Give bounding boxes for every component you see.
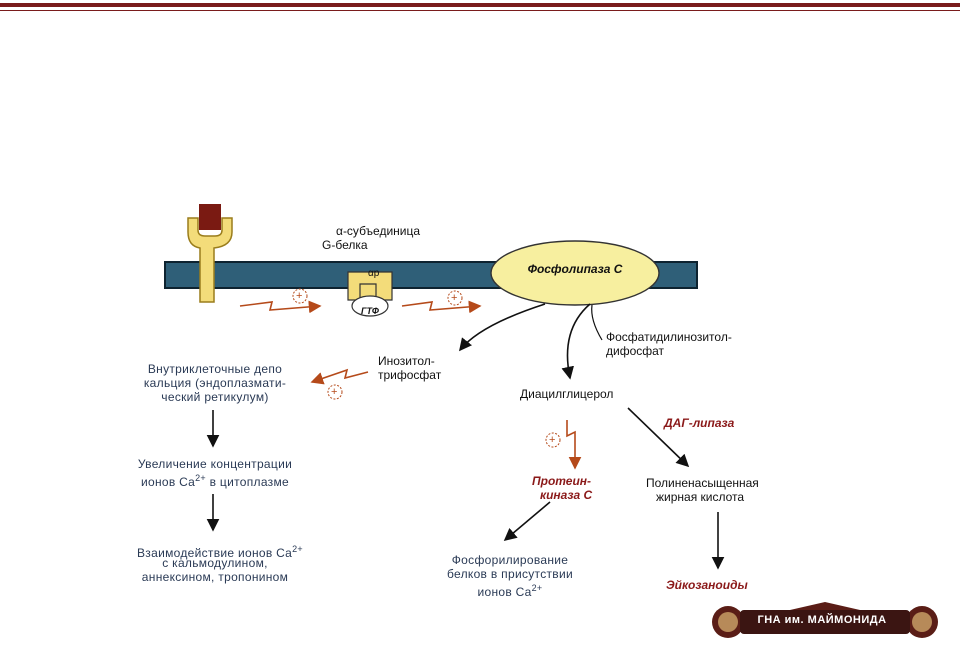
plus-circle-2 (447, 290, 463, 306)
increase-superscript: 2+ (195, 473, 206, 483)
dag-label: Диацилглицерол (520, 387, 614, 401)
g-alpha-notch (359, 283, 377, 300)
g-protein-label: G-белка (322, 238, 368, 252)
phos-label-2: белков в присутствии (446, 567, 573, 581)
increase-label-2b: в цитоплазме (205, 475, 290, 489)
pip2-label-1: Фосфатидилинозитол- (606, 330, 732, 344)
plus-circle-1 (292, 288, 308, 304)
interact-superscript: 2+ (292, 544, 303, 554)
depot-label-1: Внутриклеточные депо (147, 362, 283, 376)
signal-arrow-pkc (566, 420, 582, 470)
plus-sign-1: + (296, 290, 303, 302)
signal-arrow-2 (401, 300, 482, 314)
pip2-label-2: дифосфат (606, 344, 665, 358)
top-banner-line (0, 10, 960, 11)
pufa-label-1: Полиненасыщенная (646, 476, 759, 490)
plus-sign-2: + (451, 292, 458, 304)
interact-label-1a: Взаимодействие ионов Ca (136, 546, 293, 560)
pkc-label-2: киназа С (540, 488, 593, 502)
phospholipase-c (490, 240, 660, 306)
gtp-oval (351, 295, 389, 317)
plus-sign-3: + (331, 386, 338, 398)
plus-circle-3 (327, 384, 343, 400)
top-banner-bar (0, 3, 960, 7)
phospholipase-c-label: Фосфолипаза С (527, 262, 623, 276)
interact-label-1: Взаимодействие ионов Ca2+ (100, 542, 340, 560)
phos-label-1: Фосфорилирование (451, 553, 569, 567)
phos-superscript: 2+ (531, 583, 543, 593)
arrow-plc-to-ip3 (458, 303, 546, 352)
depot-label-2: кальция (эндоплазмати- (143, 376, 287, 390)
ligand (199, 204, 221, 230)
dag-lipase-label: ДАГ-липаза (664, 416, 735, 430)
increase-label-2: ионов Ca2+ в цитоплазме (100, 471, 330, 489)
depot-label-3: ческий ретикулум) (161, 390, 269, 404)
alpha-subunit-label: α-субъединица (336, 224, 421, 238)
signal-arrow-1 (239, 300, 322, 314)
phos-label-3a: ионов Ca (477, 585, 532, 599)
alpha-p-label: αp (368, 268, 380, 279)
arrow-pkc-to-phos (503, 501, 551, 542)
pkc-label-1: Протеин- (532, 474, 592, 488)
signal-arrow-ip3 (310, 368, 369, 385)
arrow-pip2-to-plc (591, 304, 603, 341)
plus-sign-4: + (549, 434, 556, 446)
gtp-label: ГТФ (361, 306, 379, 316)
interact-label-2: с кальмодулином, (162, 556, 268, 570)
interact-label-3: аннексином, тропонином (141, 570, 289, 584)
ip3-label-2: трифосфат (378, 368, 442, 382)
g-alpha-subunit (347, 271, 393, 301)
academy-logo (712, 602, 938, 638)
increase-label-2a: ионов Ca (140, 475, 196, 489)
pufa-label-2: жирная кислота (656, 490, 745, 504)
arrow-dag-to-pufa (627, 407, 690, 468)
plus-circle-4 (545, 432, 561, 448)
phos-label-3: ионов Ca2+ (410, 581, 610, 599)
receptor (187, 217, 233, 303)
eicosanoids-label: Эйкозаноиды (666, 578, 748, 592)
ip3-label-1: Инозитол- (378, 354, 435, 368)
logo-text: ГНА им. МАЙМОНИДА (757, 614, 887, 626)
increase-label-1: Увеличение концентрации (137, 457, 293, 471)
arrow-plc-to-dag (561, 303, 591, 380)
